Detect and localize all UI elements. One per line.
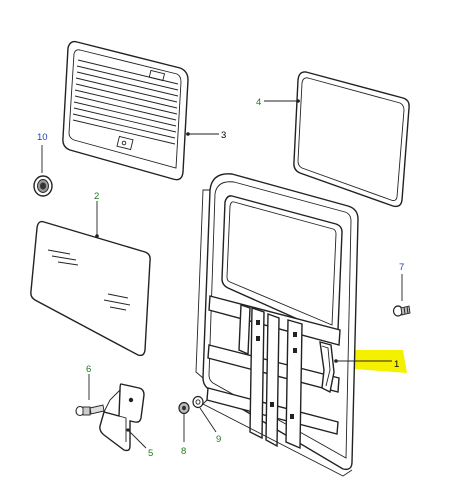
part-3-rear-panel	[62, 40, 189, 181]
callout-3: 3	[221, 130, 226, 141]
part-10-grommet	[33, 175, 53, 197]
callout-9: 9	[216, 434, 221, 445]
callout-7: 7	[399, 262, 404, 273]
leader-1-dot	[334, 359, 338, 363]
leader-5-dot	[126, 428, 130, 432]
callout-10: 10	[37, 132, 48, 143]
part-7-bolt	[392, 305, 411, 317]
leader-3-dot	[186, 132, 190, 136]
part-6-bolt	[75, 404, 105, 417]
part-9-washer	[192, 395, 204, 409]
callout-5: 5	[148, 448, 153, 459]
part-5-bracket	[99, 383, 145, 452]
callout-2: 2	[94, 191, 99, 202]
part-8-nut	[178, 401, 190, 415]
callout-1: 1	[394, 359, 399, 370]
callout-6: 6	[86, 364, 91, 375]
callout-4: 4	[256, 97, 261, 108]
leader-5	[127, 429, 147, 449]
part-4-window-seal	[293, 71, 410, 208]
leader-9	[199, 407, 217, 433]
leader-2-dot	[95, 234, 99, 238]
callout-8: 8	[181, 446, 186, 457]
leader-4-dot	[296, 99, 300, 103]
part-1-door-frame	[195, 173, 359, 477]
part-2-glass	[30, 220, 151, 357]
